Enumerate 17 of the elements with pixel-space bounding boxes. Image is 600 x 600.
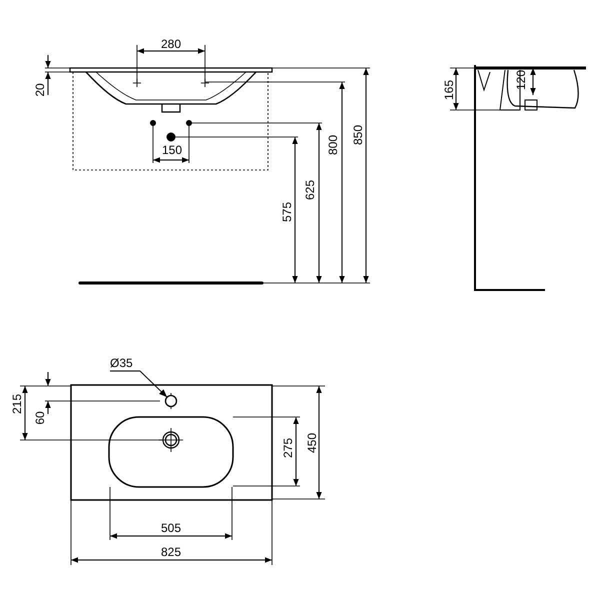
dimension-label: 450 bbox=[305, 432, 319, 454]
dimension-label: 275 bbox=[281, 438, 295, 458]
tap-hole bbox=[164, 394, 178, 408]
dimension-label: 850 bbox=[351, 124, 365, 146]
dimension-label: 800 bbox=[326, 134, 340, 156]
dimension-label: 280 bbox=[160, 37, 182, 51]
dimension-label: 575 bbox=[280, 202, 294, 222]
dimension-label: 505 bbox=[160, 521, 182, 535]
dimension-label: Ø35 bbox=[110, 356, 133, 370]
leader-line bbox=[110, 370, 168, 398]
dimension-label: 165 bbox=[442, 80, 456, 100]
dimension-label: 625 bbox=[303, 180, 317, 200]
dimension-label: 60 bbox=[33, 411, 47, 425]
dimension-label: 215 bbox=[10, 394, 24, 414]
dimension-label: 825 bbox=[160, 545, 182, 559]
dimension-label: 20 bbox=[33, 83, 47, 97]
dimension-label: 150 bbox=[162, 143, 182, 157]
